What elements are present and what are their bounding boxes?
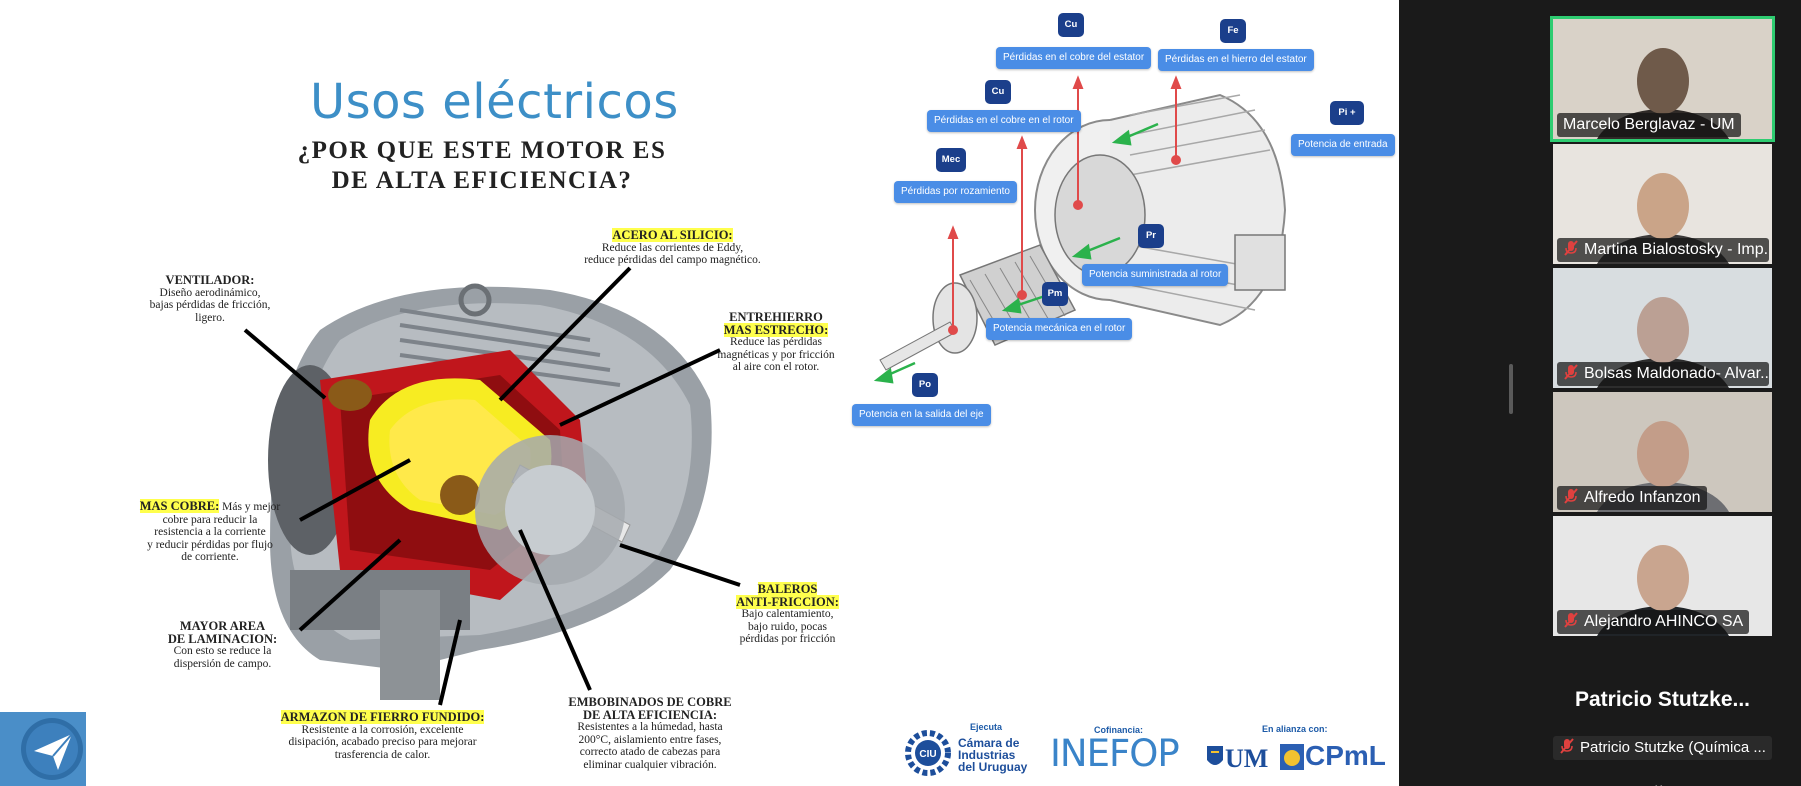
mic-off-icon [1564, 364, 1578, 380]
question-line-1: ¿POR QUE ESTE MOTOR ES [297, 137, 667, 164]
presentation-control-button[interactable] [0, 712, 86, 786]
chevron-down-icon[interactable]: ⌄ [1652, 776, 1666, 786]
mic-off-icon [1564, 488, 1578, 504]
label-stator-copper-loss: Pérdidas en el cobre del estator [996, 47, 1152, 69]
label-rotor-power: Potencia suministrada al rotor [1082, 264, 1229, 286]
mic-off-icon [1560, 738, 1574, 754]
participant-name: Alejandro AHINCO SA [1584, 613, 1744, 630]
participant-name: Martina Bialostosky - Imp... [1584, 241, 1769, 258]
badge-pm: Pm [1042, 282, 1068, 306]
mic-off-icon [1564, 240, 1578, 256]
caption-ejecuta: Ejecuta [970, 722, 1003, 732]
question-line-2: DE ALTA EFICIENCIA? [331, 167, 633, 194]
participant-name-tag: Marcelo Berglavaz - UM [1557, 113, 1741, 137]
participant-name-tag: Alfredo Infanzon [1557, 486, 1707, 510]
ciu-gear-logo: CIU [905, 730, 951, 776]
badge-fe: Fe [1220, 19, 1246, 43]
speaker-display-name: Patricio Stutzke... [1574, 688, 1751, 711]
um-crest-logo [1207, 746, 1223, 765]
paper-plane-icon [21, 718, 83, 780]
motor-cutaway-illustration [268, 283, 712, 700]
label-friction-loss: Pérdidas por rozamiento [894, 181, 1017, 203]
badge-pr: Pr [1138, 224, 1164, 248]
logo-um: UM [1225, 744, 1269, 773]
sponsor-logos: Ejecuta CIU Cámara de Industrias del Uru… [900, 720, 1390, 786]
badge-cu-rotor: Cu [985, 80, 1011, 104]
participant-tile[interactable]: Alejandro AHINCO SA [1553, 516, 1772, 636]
speaker-name-tag[interactable]: Patricio Stutzke (Química ... [1553, 736, 1772, 760]
logo-cpml: CPmL [1305, 740, 1386, 771]
label-output-power: Potencia en la salida del eje [852, 404, 991, 426]
participant-name: Bolsas Maldonado- Alvar... [1584, 365, 1769, 382]
cpml-leaf-logo [1280, 744, 1304, 770]
power-flow-diagram: Cu Fe Cu Pi + Mec Pr Pm Po Pérdidas en e… [840, 0, 1399, 440]
participant-tile[interactable]: Marcelo Berglavaz - UM [1550, 16, 1775, 142]
callout-entrehierro: ENTREHIERRO MAS ESTRECHO: Reduce las pér… [717, 310, 835, 373]
participant-name-tag: Bolsas Maldonado- Alvar... [1557, 362, 1769, 386]
badge-pi: Pi + [1330, 101, 1364, 125]
participant-tile[interactable]: Bolsas Maldonado- Alvar... [1553, 268, 1772, 388]
badge-mec: Mec [936, 148, 966, 172]
logo-ciu: Cámara de Industrias del Uruguay [958, 736, 1028, 774]
participant-name: Marcelo Berglavaz - UM [1563, 116, 1735, 133]
caption-cofinancia: Cofinancia: [1094, 725, 1144, 735]
caption-alianza: En alianza con: [1262, 724, 1328, 734]
callout-arrows [243, 266, 741, 706]
callout-mas-cobre: MAS COBRE: Más y mejor cobre para reduci… [139, 499, 281, 563]
svg-text:CIU: CIU [919, 749, 936, 760]
label-mechanical-power: Potencia mecánica en el rotor [986, 318, 1133, 340]
callout-acero-silicio: ACERO AL SILICIO: Reduce las corrientes … [584, 228, 761, 266]
label-stator-iron-loss: Pérdidas en el hierro del estator [1158, 49, 1314, 71]
participant-tile[interactable]: Martina Bialostosky - Imp... [1553, 144, 1772, 264]
participant-name-tag: Martina Bialostosky - Imp... [1557, 238, 1769, 262]
label-input-power: Potencia de entrada [1291, 134, 1395, 156]
callout-embobinados: EMBOBINADOS DE COBRE DE ALTA EFICIENCIA:… [568, 695, 732, 771]
panel-resize-handle[interactable] [1509, 364, 1513, 414]
callout-ventilador: VENTILADOR: Diseño aerodinámico, bajas p… [149, 273, 271, 324]
badge-cu-stator: Cu [1058, 13, 1084, 37]
callout-baleros: BALEROS ANTI-FRICCION: Bajo calentamient… [736, 582, 839, 645]
participant-name: Alfredo Infanzon [1584, 489, 1701, 506]
mic-off-icon [1564, 612, 1578, 628]
slide-title: Usos eléctricos [310, 74, 679, 130]
motor-question-heading: ¿POR QUE ESTE MOTOR ES DE ALTA EFICIENCI… [232, 136, 732, 196]
callout-laminacion: MAYOR AREA DE LAMINACION: Con esto se re… [167, 619, 278, 670]
badge-po: Po [912, 373, 938, 397]
label-rotor-copper-loss: Pérdidas en el cobre en el rotor [927, 110, 1081, 132]
shared-slide: Usos eléctricos ¿POR QUE ESTE MOTOR ES D… [0, 0, 1399, 786]
participant-tile[interactable]: Alfredo Infanzon [1553, 392, 1772, 512]
callout-armazon: ARMAZON DE FIERRO FUNDIDO: Resistente a … [280, 710, 485, 761]
participant-name-tag: Alejandro AHINCO SA [1557, 610, 1750, 634]
logo-inefop: INEFOP [1050, 732, 1180, 775]
